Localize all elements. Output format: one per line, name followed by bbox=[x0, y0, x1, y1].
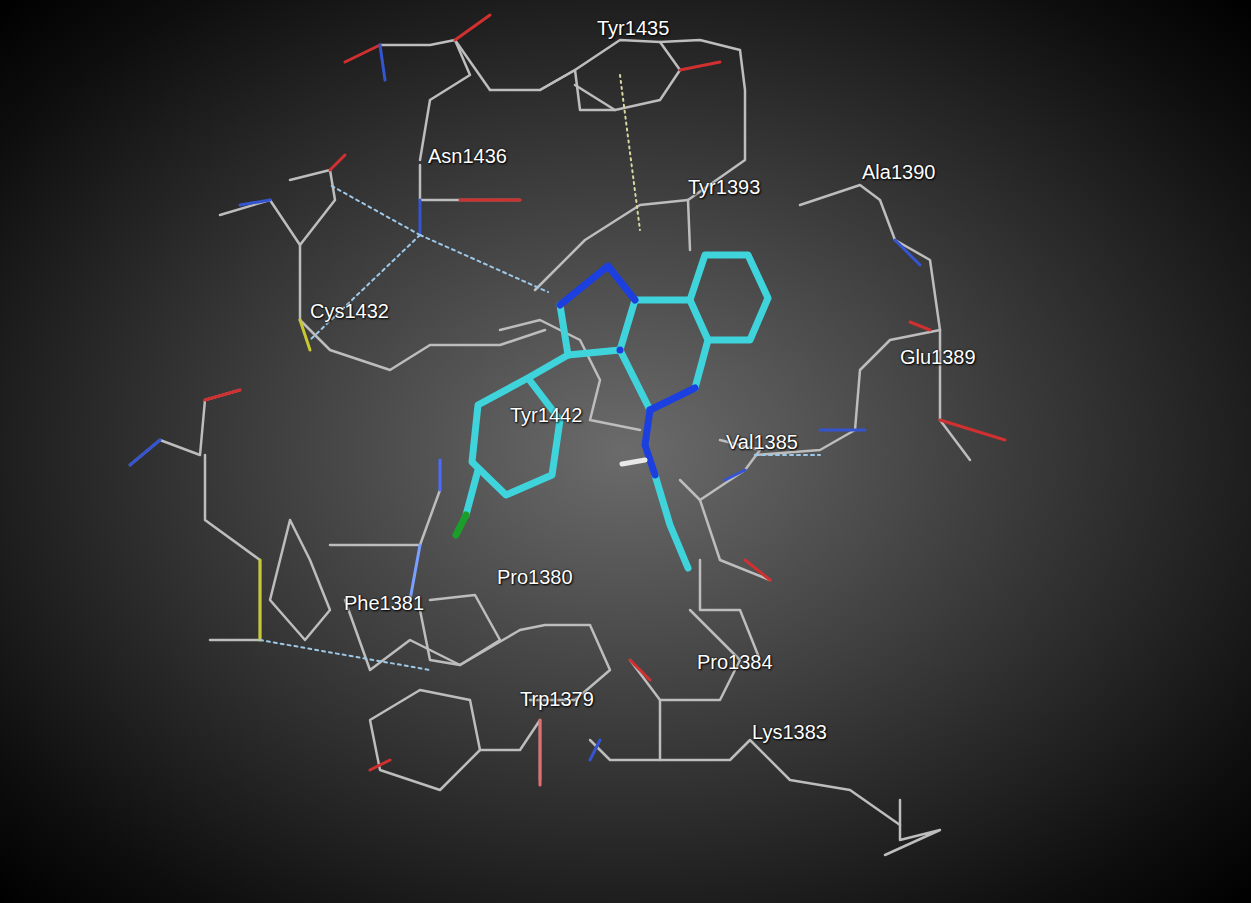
residue-label: Tyr1435 bbox=[597, 17, 669, 40]
residue-label: Glu1389 bbox=[900, 346, 976, 369]
residue-label: Lys1383 bbox=[752, 721, 827, 744]
residue-label: Trp1379 bbox=[520, 688, 594, 711]
residue-label: Tyr1393 bbox=[688, 176, 760, 199]
residue-label: Ala1390 bbox=[862, 161, 935, 184]
residue-label: Asn1436 bbox=[428, 145, 507, 168]
residue-label: Tyr1442 bbox=[510, 404, 582, 427]
residue-label: Val1385 bbox=[726, 431, 798, 454]
ligand-molecule bbox=[456, 255, 768, 568]
residue-label: Pro1384 bbox=[697, 651, 773, 674]
residue-label: Pro1380 bbox=[497, 566, 573, 589]
residue-label: Cys1432 bbox=[310, 300, 389, 323]
protein-residues bbox=[130, 15, 1005, 855]
residue-label: Phe1381 bbox=[344, 592, 424, 615]
